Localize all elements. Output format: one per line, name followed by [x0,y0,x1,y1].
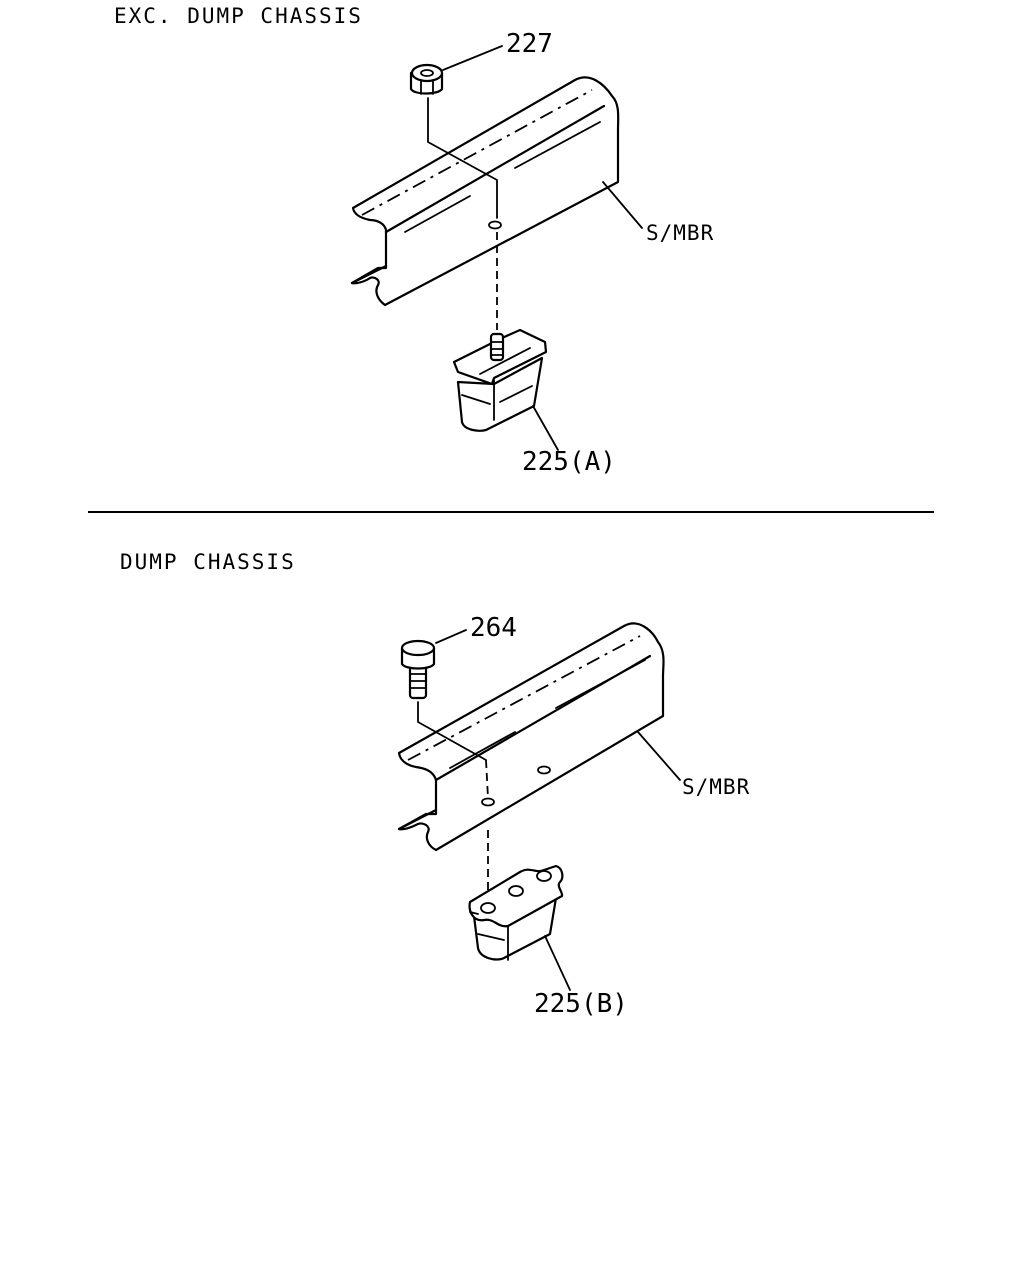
section-exc-dump-chassis: EXC. DUMP CHASSIS S/MBR 227 [114,4,714,477]
section-title: DUMP CHASSIS [120,550,296,574]
bumper-rubber-icon [452,328,548,432]
fastener-callout: 227 [506,29,553,59]
bumper-rubber-icon [468,864,564,961]
part-callout: 225(A) [522,447,616,477]
section-title: EXC. DUMP CHASSIS [114,4,363,28]
part-callout: 225(B) [534,989,628,1019]
callout-leader [532,405,559,451]
mounting-hole [537,765,551,775]
assembly-line [427,97,498,219]
bolt-icon [400,639,436,700]
member-label: S/MBR [682,775,750,799]
callout-leader [544,935,571,991]
mounting-hole [488,220,502,230]
side-member [397,622,681,852]
assembly-line [485,759,489,799]
section-dump-chassis: DUMP CHASSIS S/MBR 264 [120,550,750,1019]
mounting-hole [481,797,495,807]
member-label: S/MBR [646,221,714,245]
callout-leader [442,45,503,71]
nut-icon [409,63,444,95]
callout-leader [435,629,467,644]
fastener-callout: 264 [470,613,517,643]
side-member [350,76,643,307]
assembly-line [417,701,487,761]
